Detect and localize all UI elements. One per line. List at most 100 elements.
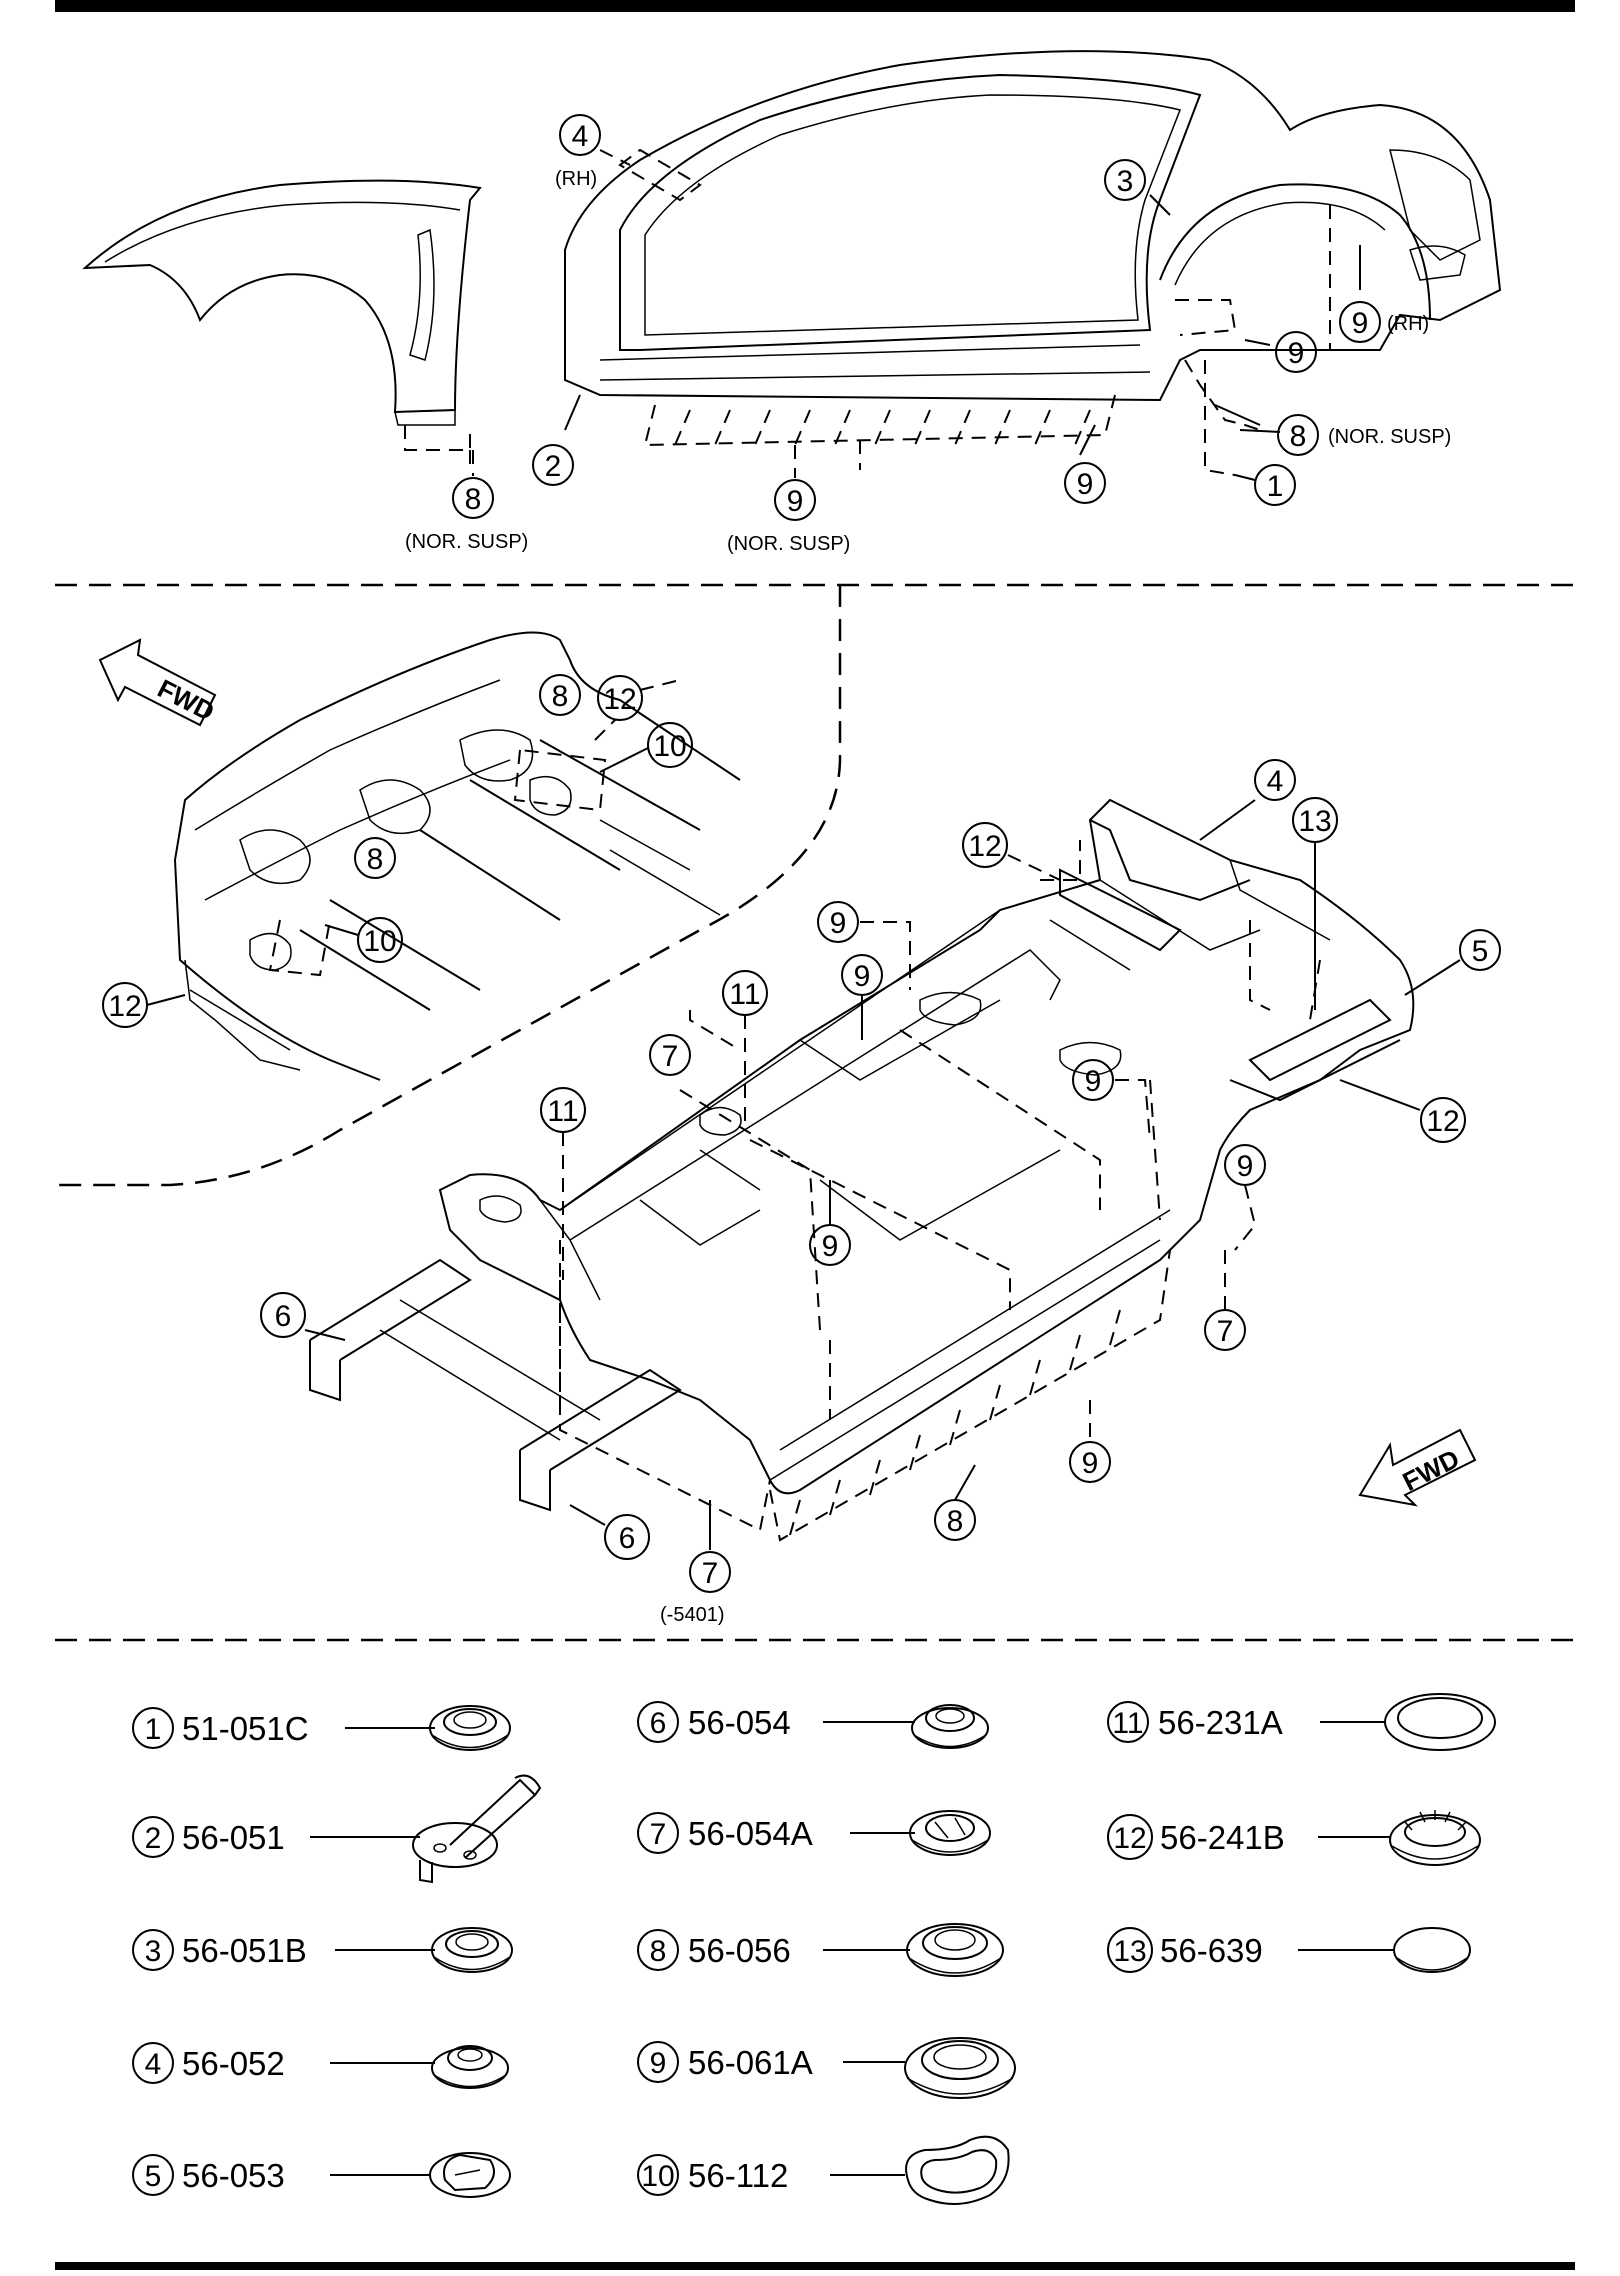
svg-text:2: 2 — [145, 1822, 162, 1855]
part-9: 9 56-061A — [637, 2037, 1016, 2099]
body-side-drawing — [564, 50, 1502, 476]
part-10: 10 56-112 — [637, 2135, 1010, 2205]
inset-callout-10-upper: 10 — [599, 722, 693, 773]
svg-text:(NOR. SUSP): (NOR. SUSP) — [1328, 426, 1451, 448]
svg-text:(RH): (RH) — [555, 168, 597, 190]
svg-text:9: 9 — [854, 960, 871, 993]
callout-4-rh-top: 4 (RH) — [555, 114, 601, 190]
svg-text:8: 8 — [552, 680, 569, 713]
svg-text:1: 1 — [145, 1713, 162, 1746]
part-1: 1 51-051C — [132, 1705, 511, 1751]
svg-text:8: 8 — [367, 843, 384, 876]
top-border — [55, 0, 1575, 12]
inset-callout-12-lower: 12 — [102, 982, 186, 1028]
part-4: 4 56-052 — [132, 2042, 509, 2089]
svg-text:56-112: 56-112 — [688, 2157, 788, 2194]
svg-text:9: 9 — [1237, 1150, 1254, 1183]
callout-7-main-upper: 7 — [649, 1010, 741, 1076]
svg-text:2: 2 — [545, 450, 562, 483]
part-11: 11 56-231A — [1107, 1693, 1496, 1751]
callout-11-main-upper: 11 — [722, 970, 768, 1130]
callout-4-main: 4 — [1199, 759, 1296, 841]
callout-9-main-d: 9 — [1224, 1144, 1266, 1251]
svg-text:10: 10 — [363, 925, 396, 958]
svg-text:(NOR. SUSP): (NOR. SUSP) — [405, 531, 528, 553]
svg-text:3: 3 — [145, 1935, 162, 1968]
svg-text:56-054A: 56-054A — [688, 1815, 813, 1852]
svg-text:56-052: 56-052 — [182, 2045, 285, 2082]
svg-text:(NOR. SUSP): (NOR. SUSP) — [727, 533, 850, 555]
callout-7-main-right: 7 — [1204, 1250, 1246, 1351]
callout-9-rocker-top: 9 — [1064, 462, 1106, 504]
svg-text:11: 11 — [729, 978, 760, 1011]
svg-text:12: 12 — [108, 990, 141, 1023]
callout-9-main-f: 9 — [1069, 1400, 1111, 1483]
svg-text:56-056: 56-056 — [688, 1932, 791, 1969]
callout-8-main: 8 — [934, 1464, 976, 1541]
svg-text:9: 9 — [822, 1230, 839, 1263]
inset-floor-drawing — [174, 631, 741, 1081]
svg-text:6: 6 — [650, 1707, 667, 1740]
callout-8-nor-susp-fender-top: 8 (NOR. SUSP) — [405, 477, 528, 553]
callout-11-main-lower: 11 — [540, 1087, 586, 1280]
inset-callout-12-upper: 12 — [597, 675, 643, 721]
svg-text:7: 7 — [650, 1818, 667, 1851]
part-2: 2 56-051 — [132, 1774, 542, 1884]
svg-text:13: 13 — [1113, 1935, 1146, 1968]
svg-text:56-061A: 56-061A — [688, 2044, 813, 2081]
svg-text:3: 3 — [1117, 165, 1134, 198]
svg-text:56-231A: 56-231A — [1158, 1704, 1283, 1741]
front-fender-drawing — [82, 179, 482, 470]
svg-text:12: 12 — [1426, 1105, 1459, 1138]
part-5: 5 56-053 — [132, 2152, 511, 2198]
callout-13-main: 13 — [1292, 797, 1338, 1010]
svg-text:8: 8 — [947, 1505, 964, 1538]
part-3: 3 56-051B — [132, 1927, 513, 1973]
svg-text:12: 12 — [968, 830, 1001, 863]
part-12: 12 56-241B — [1107, 1810, 1481, 1866]
svg-text:6: 6 — [619, 1522, 636, 1555]
svg-text:10: 10 — [653, 730, 686, 763]
svg-text:5: 5 — [1472, 935, 1489, 968]
callout-8-nor-susp-right-top: 8 (NOR. SUSP) — [1239, 414, 1451, 456]
inset-callout-10-lower: 10 — [324, 917, 403, 963]
bottom-border — [55, 2262, 1575, 2270]
callout-3-top: 3 — [1104, 159, 1146, 201]
svg-text:56-054: 56-054 — [688, 1704, 791, 1741]
svg-text:4: 4 — [145, 2048, 162, 2081]
callout-9-nor-susp-rocker-top: 9 (NOR. SUSP) — [727, 479, 850, 555]
svg-text:56-051: 56-051 — [182, 1819, 285, 1856]
svg-text:56-051B: 56-051B — [182, 1932, 307, 1969]
part-7: 7 56-054A — [637, 1810, 991, 1856]
inset-callout-8-upper: 8 — [539, 674, 581, 716]
svg-text:10: 10 — [641, 2160, 674, 2193]
svg-text:7: 7 — [1217, 1315, 1234, 1348]
svg-text:56-241B: 56-241B — [1160, 1819, 1285, 1856]
svg-text:7: 7 — [702, 1557, 719, 1590]
svg-text:6: 6 — [275, 1300, 292, 1333]
svg-text:9: 9 — [1288, 337, 1305, 370]
svg-text:4: 4 — [572, 120, 589, 153]
callout-9-main-a: 9 — [817, 901, 911, 990]
svg-text:13: 13 — [1298, 805, 1331, 838]
svg-text:8: 8 — [650, 1935, 667, 1968]
svg-text:(RH): (RH) — [1387, 313, 1429, 335]
svg-text:12: 12 — [603, 683, 636, 716]
callout-5-main: 5 — [1404, 929, 1501, 996]
top-leaders — [564, 149, 1361, 470]
floor-pan-drawing — [309, 798, 1415, 1542]
svg-text:12: 12 — [1113, 1822, 1146, 1855]
svg-text:51-051C: 51-051C — [182, 1710, 309, 1747]
fwd-arrow-inset: FWD — [98, 638, 219, 727]
callout-9-main-b: 9 — [841, 954, 883, 1040]
part-8: 8 56-056 — [637, 1923, 1004, 1977]
callout-7-main-5401: 7 (-5401) — [660, 1500, 731, 1626]
part-6: 6 56-054 — [637, 1701, 989, 1749]
svg-text:9: 9 — [1352, 307, 1369, 340]
svg-text:4: 4 — [1267, 765, 1284, 798]
callout-12-main-lower: 12 — [1339, 1079, 1466, 1143]
svg-text:9: 9 — [1085, 1065, 1102, 1098]
svg-text:8: 8 — [1290, 420, 1307, 453]
svg-text:1: 1 — [1267, 470, 1284, 503]
